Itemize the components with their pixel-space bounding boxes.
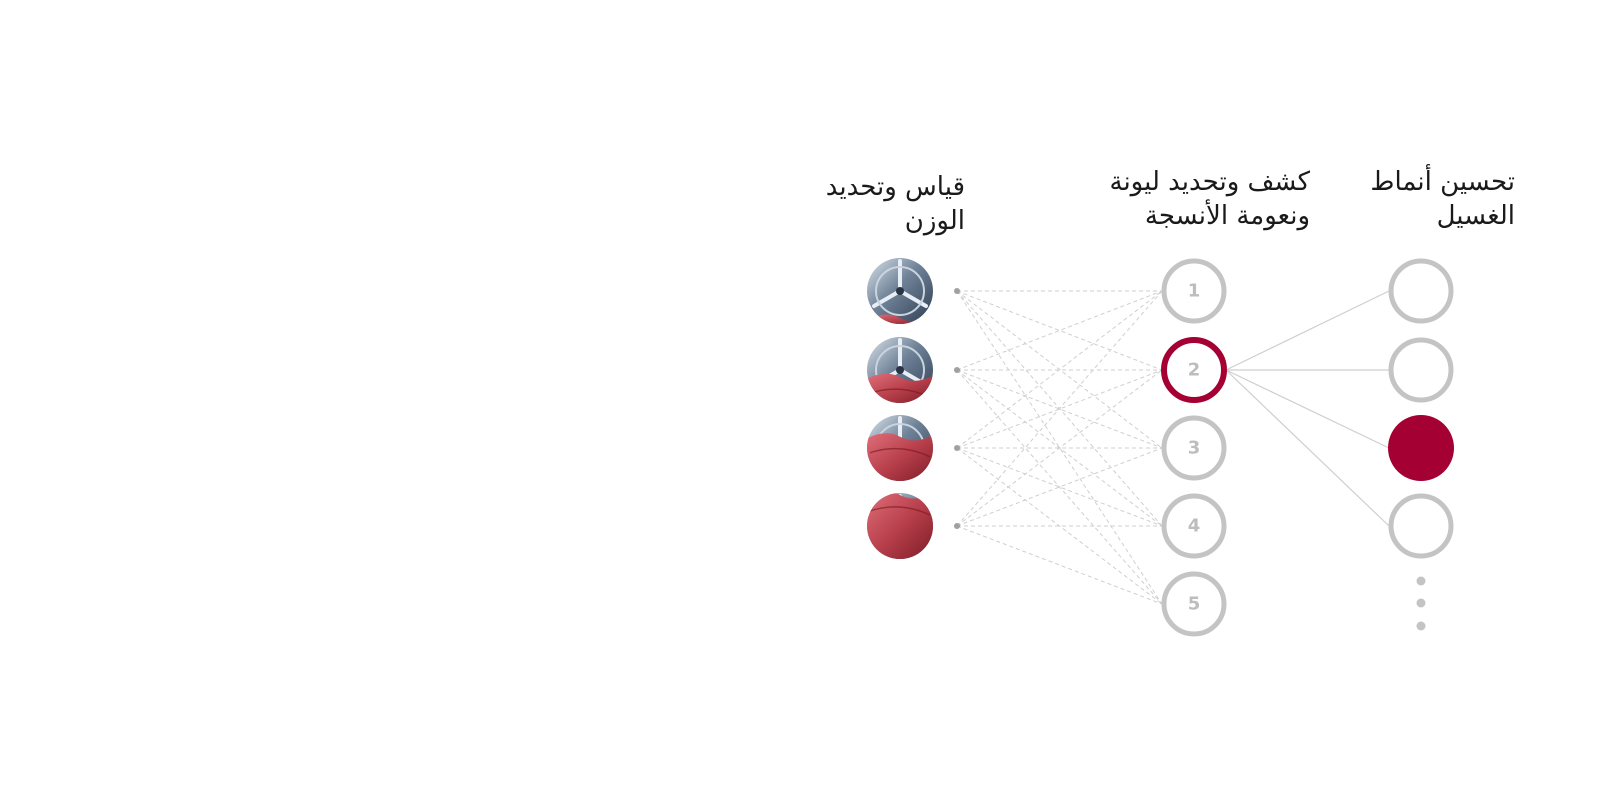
heading-fabric-softness: كشف وتحديد ليونة ونعومة الأنسجة bbox=[1109, 167, 1311, 231]
connection-dashed-3-1 bbox=[956, 290, 1163, 449]
pattern-node bbox=[1388, 258, 1454, 324]
fabric-node-4: 4 bbox=[1161, 493, 1227, 559]
fabric-node-label: 1 bbox=[1188, 281, 1201, 302]
fabric-node-1: 1 bbox=[1161, 258, 1227, 324]
connection-lines bbox=[956, 290, 1390, 605]
fabric-node-label: 2 bbox=[1188, 360, 1201, 381]
fabric-node-5: 5 bbox=[1161, 571, 1227, 637]
connection-dashed-2-3 bbox=[956, 369, 1163, 449]
connection-dashed-4-1 bbox=[956, 290, 1163, 527]
connection-dashed-3-2 bbox=[956, 369, 1163, 449]
connection-dashed-1-2 bbox=[956, 290, 1163, 371]
connection-dashed-4-3 bbox=[956, 447, 1163, 527]
drum-load-large-icon bbox=[867, 415, 933, 481]
pattern-node-selected bbox=[1388, 415, 1454, 481]
fabric-node-label: 4 bbox=[1188, 516, 1201, 537]
connection-dashed-4-5 bbox=[956, 525, 1163, 605]
connection-dashed-2-1 bbox=[956, 290, 1163, 371]
connection-dashed-4-2 bbox=[956, 369, 1163, 527]
fabric-node-label: 5 bbox=[1188, 594, 1201, 615]
connection-solid-3 bbox=[1225, 369, 1390, 449]
heading-weight-measurement: قياس وتحديد الوزن bbox=[825, 172, 965, 236]
input-connector-dot bbox=[954, 523, 960, 529]
fabric-node-2: 2 bbox=[1161, 337, 1227, 403]
ellipsis-vertical-icon bbox=[1416, 576, 1426, 631]
connection-solid-1 bbox=[1225, 290, 1390, 371]
input-connector-dot bbox=[954, 288, 960, 294]
connection-dashed-3-4 bbox=[956, 447, 1163, 527]
pattern-node bbox=[1388, 337, 1454, 403]
fabric-node-label: 3 bbox=[1188, 438, 1201, 459]
drum-load-full-icon bbox=[867, 493, 933, 559]
drum-load-medium-icon bbox=[867, 337, 933, 403]
input-connector-dot bbox=[954, 445, 960, 451]
connection-dashed-1-5 bbox=[956, 290, 1163, 605]
connection-solid-4 bbox=[1225, 369, 1390, 527]
node-layer: 1 2 3 4 5 bbox=[867, 258, 1454, 637]
connection-dashed-3-5 bbox=[956, 447, 1163, 605]
drum-load-small-icon bbox=[867, 258, 933, 324]
input-connector-dot bbox=[954, 367, 960, 373]
connection-dashed-2-5 bbox=[956, 369, 1163, 605]
heading-wash-pattern: تحسين أنماط الغسيل bbox=[1370, 167, 1515, 231]
pattern-node bbox=[1388, 493, 1454, 559]
fabric-node-3: 3 bbox=[1161, 415, 1227, 481]
